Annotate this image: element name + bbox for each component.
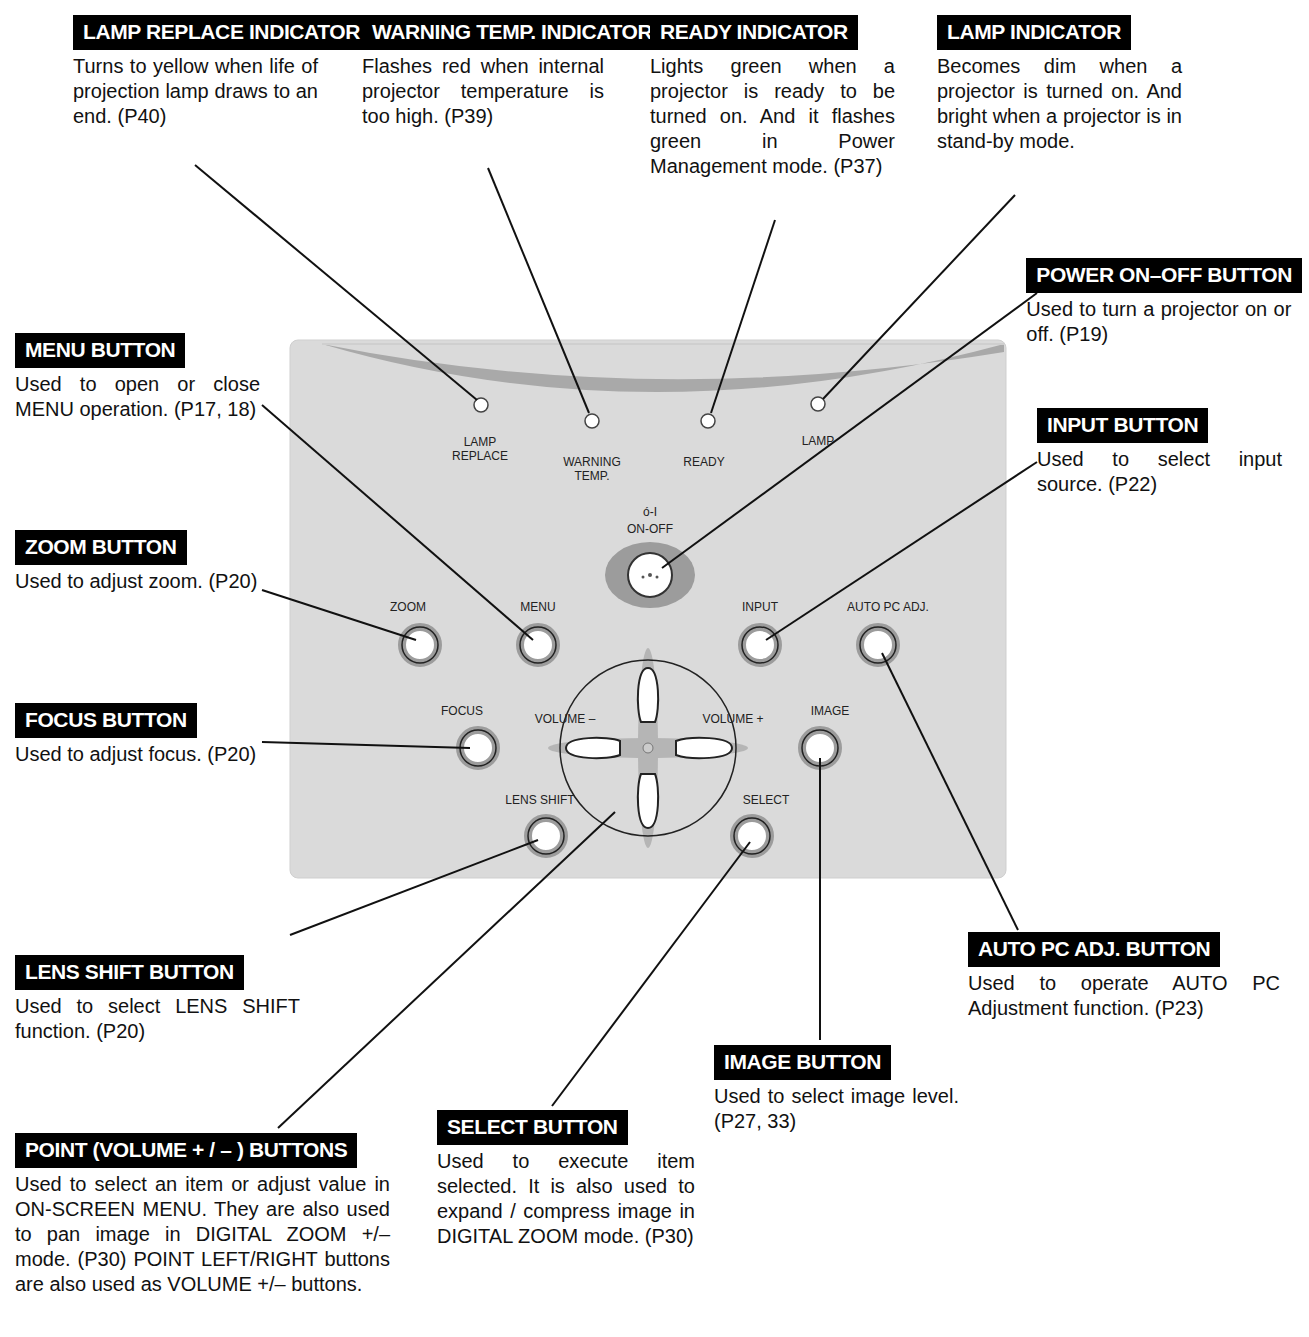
- callout: LAMP REPLACE INDICATORTurns to yellow wh…: [73, 15, 318, 129]
- callout-description: Used to select input source. (P22): [1037, 447, 1282, 497]
- panel-label: AUTO PC ADJ.: [847, 600, 929, 614]
- callout-heading: LENS SHIFT BUTTON: [15, 955, 244, 990]
- callout-heading: WARNING TEMP. INDICATOR: [362, 15, 662, 50]
- callout-heading: MENU BUTTON: [15, 333, 185, 368]
- callout-description: Becomes dim when a projector is turned o…: [937, 54, 1182, 154]
- callout-heading: SELECT BUTTON: [437, 1110, 628, 1145]
- callout-description: Lights green when a projector is ready t…: [650, 54, 895, 179]
- callout-heading: AUTO PC ADJ. BUTTON: [968, 932, 1220, 967]
- callout: POINT (VOLUME + / – ) BUTTONS Used to sel…: [15, 1133, 390, 1297]
- callout-heading: ZOOM BUTTON: [15, 530, 187, 565]
- buttons: [402, 542, 896, 854]
- panel-label: ó-I: [643, 505, 657, 519]
- callout-heading: INPUT BUTTON: [1037, 408, 1208, 443]
- panel: [290, 340, 1006, 878]
- band-edge: [322, 343, 1004, 345]
- panel-label: LAMP: [802, 434, 835, 448]
- panel-label: ON-OFF: [627, 522, 673, 536]
- callout-description: Used to select LENS SHIFT function. (P20…: [15, 994, 300, 1044]
- callout-description: Used to operate AUTO PC Adjustment funct…: [968, 971, 1280, 1021]
- panel-label: FOCUS: [441, 704, 483, 718]
- callout: INPUT BUTTON Used to select input source.…: [1037, 408, 1282, 497]
- callout: READY INDICATOR Lights green when a proje…: [650, 15, 895, 179]
- panel-label: LAMP REPLACE: [449, 435, 511, 463]
- callout: WARNING TEMP. INDICATORFlashes red when …: [362, 15, 604, 129]
- panel-label: LENS SHIFT: [505, 793, 574, 807]
- panel-label: ZOOM: [390, 600, 426, 614]
- callout: SELECT BUTTON Used to execute item select…: [437, 1110, 695, 1249]
- direction-pad: [548, 648, 748, 848]
- panel-label: VOLUME +: [702, 712, 763, 726]
- callout: ZOOM BUTTON Used to adjust zoom. (P20): [15, 530, 260, 594]
- indicator-leds: [474, 397, 825, 428]
- callout-description: Used to execute item selected. It is als…: [437, 1149, 695, 1249]
- callout-description: Used to adjust focus. (P20): [15, 742, 260, 767]
- panel-label: MENU: [520, 600, 555, 614]
- callout-description: Used to open or close MENU operation. (P…: [15, 372, 260, 422]
- callout: FOCUS BUTTON Used to adjust focus. (P20): [15, 703, 260, 767]
- panel-label: IMAGE: [811, 704, 850, 718]
- callout-description: Used to select an item or adjust value i…: [15, 1172, 390, 1297]
- callout: LAMP INDICATOR Becomes dim when a project…: [937, 15, 1182, 154]
- panel-label: READY: [683, 455, 724, 469]
- indicator-band: [322, 344, 1004, 392]
- leader-lines: [195, 165, 1037, 1128]
- callout-description: Flashes red when internal projector temp…: [362, 54, 604, 129]
- callout: POWER ON–OFF BUTTONUsed to turn a projec…: [1026, 258, 1291, 347]
- callout: LENS SHIFT BUTTON Used to select LENS SHI…: [15, 955, 300, 1044]
- callout-heading: READY INDICATOR: [650, 15, 858, 50]
- panel-label: INPUT: [742, 600, 778, 614]
- callout-heading: LAMP INDICATOR: [937, 15, 1131, 50]
- callout-description: Used to turn a projector on or off. (P19…: [1026, 297, 1291, 347]
- callout: MENU BUTTON Used to open or close MENU op…: [15, 333, 260, 422]
- panel-label: WARNING TEMP.: [561, 455, 623, 483]
- callout-heading: FOCUS BUTTON: [15, 703, 197, 738]
- callout-heading: IMAGE BUTTON: [714, 1045, 891, 1080]
- callout-heading: POWER ON–OFF BUTTON: [1026, 258, 1302, 293]
- callout-description: Used to adjust zoom. (P20): [15, 569, 260, 594]
- callout-description: Used to select image level. (P27, 33): [714, 1084, 959, 1134]
- callout-heading: POINT (VOLUME + / – ) BUTTONS: [15, 1133, 357, 1168]
- callout: IMAGE BUTTON Used to select image level. …: [714, 1045, 959, 1134]
- panel-label: SELECT: [743, 793, 790, 807]
- callout-heading: LAMP REPLACE INDICATOR: [73, 15, 370, 50]
- callout-description: Turns to yellow when life of projection …: [73, 54, 318, 129]
- callout: AUTO PC ADJ. BUTTON Used to operate AUTO …: [968, 932, 1280, 1021]
- panel-label: VOLUME –: [535, 712, 596, 726]
